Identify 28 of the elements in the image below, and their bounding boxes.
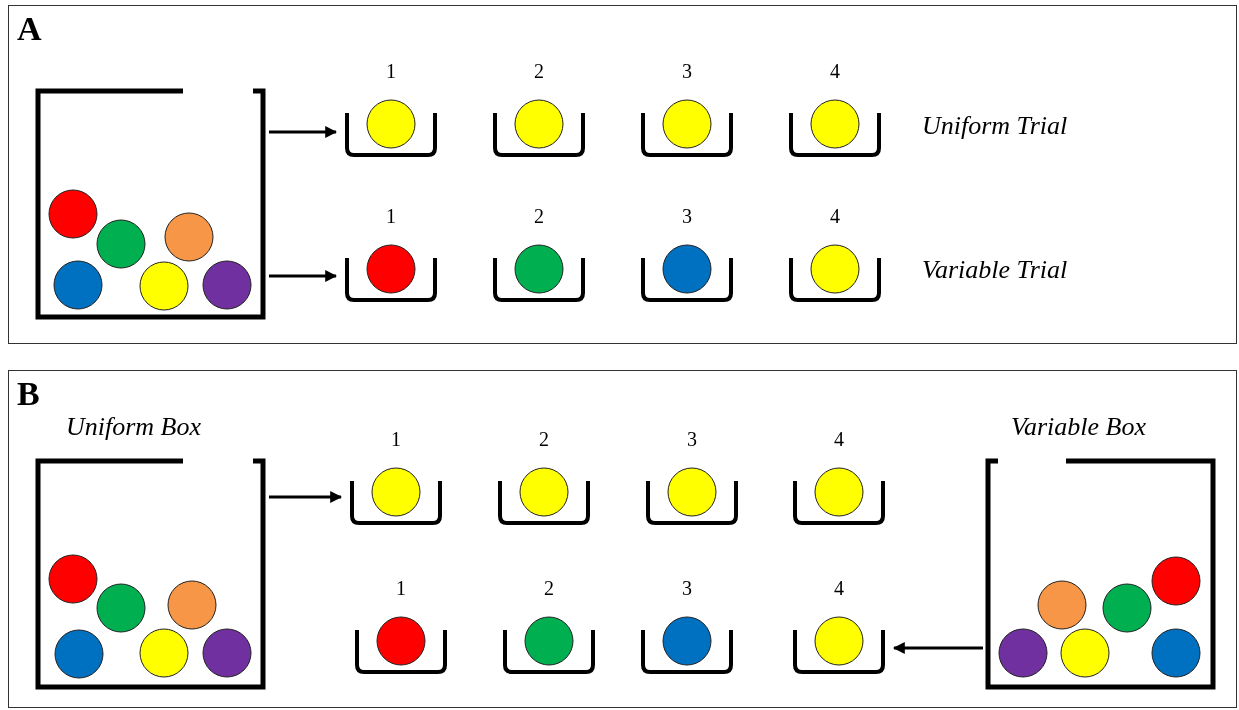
cup-number: 2 [533, 59, 545, 83]
cup-number: 3 [681, 576, 693, 600]
cup-number: 4 [829, 59, 841, 83]
cup-number: 2 [533, 204, 545, 228]
cup-number: 2 [538, 427, 550, 451]
cup-number: 1 [395, 576, 407, 600]
cup-number: 4 [829, 204, 841, 228]
box-heading: Variable Box [1011, 411, 1147, 443]
arrow [892, 642, 983, 654]
panel-letter: B [17, 375, 40, 413]
cup-number: 4 [833, 576, 845, 600]
panel [8, 370, 1237, 708]
box-heading: Uniform Box [66, 411, 202, 443]
cup-number: 3 [681, 59, 693, 83]
trial-label: Variable Trial [922, 254, 1068, 286]
arrow [269, 270, 338, 282]
cup-number: 1 [385, 204, 397, 228]
cup-number: 3 [686, 427, 698, 451]
arrow [269, 491, 343, 503]
cup-number: 1 [385, 59, 397, 83]
cup-number: 1 [390, 427, 402, 451]
panel-letter: A [17, 10, 42, 48]
panel [8, 5, 1237, 344]
cup-number: 3 [681, 204, 693, 228]
arrow [269, 126, 338, 138]
cup-number: 4 [833, 427, 845, 451]
trial-label: Uniform Trial [922, 110, 1068, 142]
cup-number: 2 [543, 576, 555, 600]
